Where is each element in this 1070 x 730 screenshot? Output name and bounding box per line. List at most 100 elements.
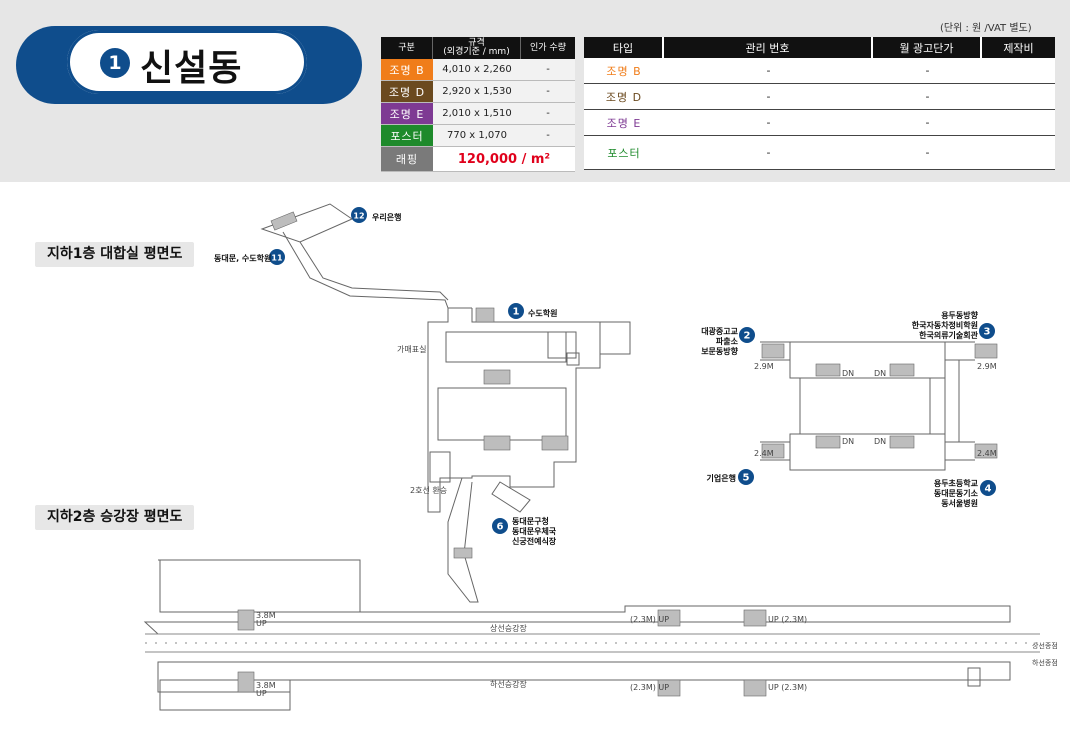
exit-12-dot bbox=[351, 207, 367, 223]
type-type-cell: 조명 B bbox=[606, 64, 642, 78]
exit-2-label-3: 보문동방향 bbox=[701, 346, 738, 356]
label-dn-1: DN bbox=[842, 369, 854, 378]
exit-5-marker: 5 bbox=[738, 469, 754, 485]
floor-label-b1: 지하1층 대합실 평면도 bbox=[35, 242, 195, 267]
type-type-cell: 포스터 bbox=[607, 146, 641, 160]
exit-4-number: 4 bbox=[985, 484, 992, 495]
label-2-3m-up-3: (2.3M) UP bbox=[630, 683, 669, 692]
exit-3-number: 3 bbox=[984, 327, 991, 338]
stair-b2-up-4 bbox=[743, 609, 767, 627]
lower-platform-rooms bbox=[159, 679, 291, 711]
wrap-price: 120,000 / m² bbox=[433, 147, 575, 171]
label-stair-2-9m-right: 2.9M bbox=[977, 362, 997, 371]
exit-2-dot bbox=[739, 327, 755, 343]
type-price-cell: - bbox=[925, 146, 930, 159]
type-type-cell: 조명 D bbox=[605, 90, 643, 104]
spec-size-cell: 770 x 1,070 bbox=[433, 125, 521, 146]
exit-4-dot bbox=[980, 480, 996, 496]
exit-3-label-1: 용두동방향 bbox=[941, 310, 978, 320]
stair-b2-up-5 bbox=[657, 679, 681, 697]
exit-11-dot bbox=[269, 249, 285, 265]
spec-header-size: 규격 (외경기준 / mm) bbox=[433, 37, 521, 59]
spec-type-cell: 조명 B bbox=[381, 59, 433, 80]
exit-4-label-1: 용두초등학교 bbox=[934, 478, 979, 488]
exit-11-number: 11 bbox=[271, 254, 283, 263]
stair-b2-up-3 bbox=[657, 609, 681, 627]
spec-table-header: 구분 규격 (외경기준 / mm) 인가 수량 bbox=[381, 37, 575, 59]
stair-exit-3 bbox=[974, 343, 998, 359]
exit-4-label-2: 동대문동기소 bbox=[934, 488, 979, 498]
stair-b2-up-1 bbox=[237, 609, 255, 631]
type-production-cell bbox=[982, 110, 1055, 135]
stair-exit-2 bbox=[761, 343, 785, 359]
spec-qty-cell: - bbox=[521, 59, 575, 80]
concourse-fare-area bbox=[445, 331, 567, 363]
wrap-label: 래핑 bbox=[381, 147, 433, 171]
stair-dn-3 bbox=[815, 435, 841, 449]
label-up-2: UP bbox=[256, 689, 267, 698]
exit-6-label-3: 신궁전예식장 bbox=[512, 536, 557, 546]
exit-12-path-outer bbox=[282, 231, 472, 309]
exit-11-marker: 11 bbox=[269, 249, 285, 265]
stair-dn-4 bbox=[889, 435, 915, 449]
exit-6-stair bbox=[491, 481, 531, 513]
concourse-small-room bbox=[429, 451, 451, 483]
spec-header-qty: 인가 수량 bbox=[530, 42, 566, 53]
type-rows: 조명 B--조명 D--조명 E--포스터-- bbox=[584, 58, 1055, 170]
type-header-production: 제작비 bbox=[1003, 41, 1034, 55]
concourse-room bbox=[547, 331, 577, 359]
stair-exit-12 bbox=[270, 211, 298, 231]
label-down-platform: 하선승강장 bbox=[490, 679, 527, 689]
label-gaepyo: 가매표실 bbox=[397, 344, 426, 354]
exit-1-dot bbox=[508, 303, 524, 319]
right-concourse-top bbox=[789, 341, 946, 379]
lower-platform-outline bbox=[157, 661, 1011, 693]
exit-2-label-1: 대광중고교 bbox=[701, 326, 738, 336]
exit-5-label: 기업은행 bbox=[707, 473, 736, 483]
exit-12-corridor bbox=[260, 203, 354, 243]
type-mgmt-cell: - bbox=[766, 64, 771, 77]
label-dn-4: DN bbox=[874, 437, 886, 446]
label-stair-2-4m-left: 2.4M bbox=[754, 449, 774, 458]
type-type-cell: 조명 E bbox=[606, 116, 642, 130]
exit-11-label: 동대문, 수도학원 bbox=[214, 253, 271, 263]
exit-12-marker: 12 bbox=[351, 207, 367, 223]
stair-dn-2 bbox=[889, 363, 915, 377]
wrap-row: 래핑 120,000 / m² bbox=[381, 147, 575, 172]
type-row: 조명 B - - bbox=[584, 58, 1055, 84]
upper-platform-rooms bbox=[159, 559, 361, 613]
spec-qty-cell: - bbox=[521, 103, 575, 124]
label-stair-2-9m-left: 2.9M bbox=[754, 362, 774, 371]
type-header-type: 타입 bbox=[584, 37, 664, 58]
type-price-cell: - bbox=[925, 64, 930, 77]
exit-6-number: 6 bbox=[497, 522, 504, 533]
type-row: 포스터-- bbox=[584, 136, 1055, 170]
type-production-cell bbox=[982, 84, 1055, 109]
exit-6-dot bbox=[492, 518, 508, 534]
label-down-track: 하선종점 bbox=[1032, 658, 1058, 667]
right-concourse-side bbox=[944, 359, 960, 443]
stair-dn-1 bbox=[815, 363, 841, 377]
exit-12-label: 우리은행 bbox=[372, 212, 401, 222]
unit-note: (단위 : 원 /VAT 별도) bbox=[940, 23, 1032, 34]
exit-1-marker: 1 bbox=[508, 303, 524, 319]
spec-type-cell: 조명 E bbox=[381, 103, 433, 124]
exit-4-label-3: 동서울병원 bbox=[941, 498, 978, 508]
type-row: 조명 E-- bbox=[584, 110, 1055, 136]
exit-12-number: 12 bbox=[353, 212, 364, 221]
stair-exit-4 bbox=[974, 443, 998, 459]
concourse-outline bbox=[427, 308, 631, 513]
exit-6-label-2: 동대문우체국 bbox=[512, 526, 557, 536]
stair-concourse-2 bbox=[483, 435, 511, 451]
spec-size-cell: 2,920 x 1,530 bbox=[433, 81, 521, 102]
spec-qty-cell: - bbox=[521, 125, 575, 146]
exit-2-label-2: 파출소 bbox=[716, 336, 739, 346]
exit-6-marker: 6 bbox=[492, 518, 508, 534]
right-exit-stubs-top bbox=[760, 341, 975, 361]
spec-type-cell: 조명 D bbox=[381, 81, 433, 102]
right-concourse-void bbox=[799, 377, 931, 435]
